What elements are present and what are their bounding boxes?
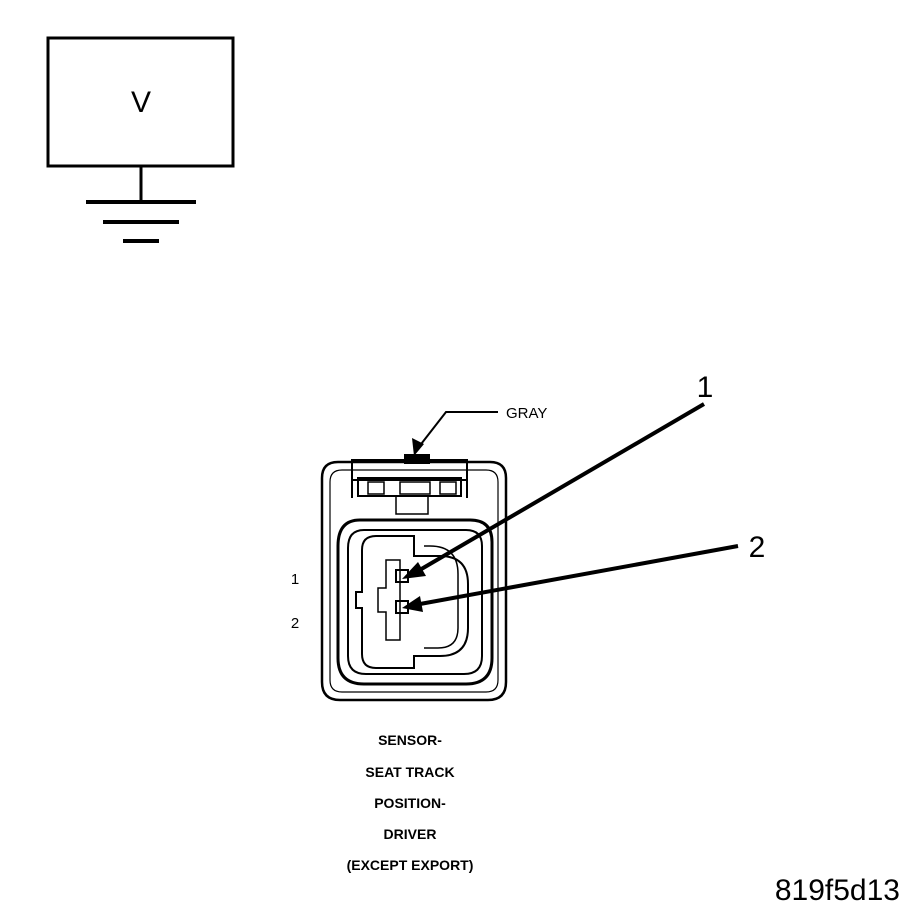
- figure-id: 819f5d13: [775, 874, 900, 907]
- caption-line-5: (EXCEPT EXPORT): [347, 857, 474, 873]
- caption-line-4: DRIVER: [384, 826, 437, 842]
- pin-label-2: 2: [291, 615, 299, 632]
- connector-housing-inner: [329, 469, 499, 693]
- connector-latch: [351, 454, 468, 515]
- connector-caption: SENSOR- SEAT TRACK POSITION- DRIVER (EXC…: [347, 732, 474, 873]
- callout-arrow-1: [402, 402, 706, 579]
- caption-line-3: POSITION-: [374, 795, 446, 811]
- connector-drawing: [320, 454, 508, 702]
- connector-insert-slot: [377, 559, 401, 641]
- voltmeter-symbol: V: [46, 36, 235, 243]
- voltmeter-label: V: [131, 86, 151, 119]
- leader-arrowhead-icon: [412, 438, 424, 456]
- pin-label-1: 1: [291, 571, 299, 588]
- color-leader: [412, 411, 498, 456]
- callout-arrowhead-2-icon: [402, 596, 423, 612]
- ground-icon: [86, 200, 196, 243]
- connector-housing: [320, 460, 508, 702]
- caption-line-1: SENSOR-: [378, 732, 442, 748]
- caption-line-2: SEAT TRACK: [365, 764, 454, 780]
- callout-arrow-2: [402, 544, 739, 612]
- color-label: GRAY: [506, 405, 547, 422]
- connector-insert: [355, 535, 469, 669]
- connector-insert-right: [424, 545, 459, 649]
- callout-number-2: 2: [749, 531, 766, 564]
- callout-arrowhead-1-icon: [402, 562, 426, 579]
- callout-number-1: 1: [697, 371, 714, 404]
- connector-seal-inner: [347, 529, 483, 675]
